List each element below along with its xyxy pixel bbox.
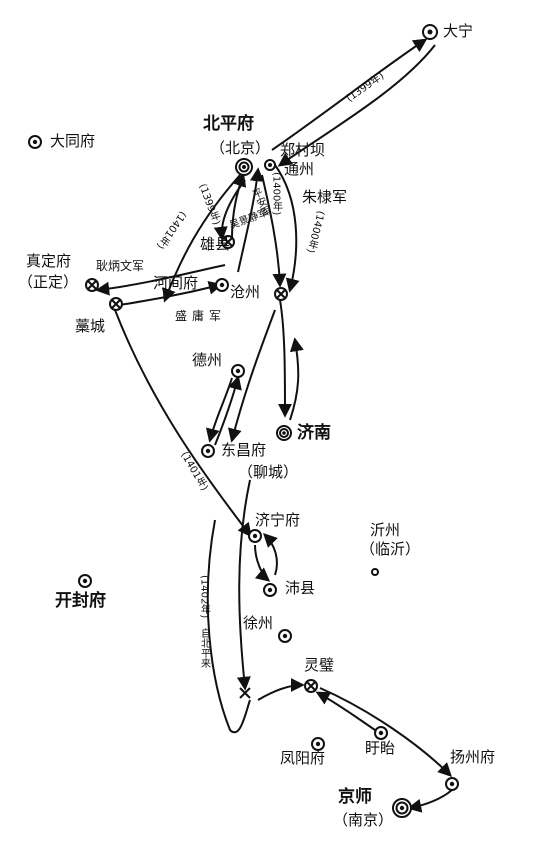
- route-beiping-cangzhou: [261, 174, 287, 288]
- route-lingbi-yangzhou: [319, 687, 452, 777]
- city-marker-fengyang: [311, 737, 325, 751]
- city-marker-hejian: [215, 278, 229, 292]
- city-marker-tongzhou: [264, 159, 276, 171]
- route-zhudi-jinan: [277, 299, 292, 418]
- route-gaocheng-hejian: [119, 280, 223, 306]
- label-yangzhou: 扬州府: [450, 748, 496, 766]
- label-peixian: 沛县: [285, 579, 316, 597]
- city-marker-dezhou: [231, 364, 245, 378]
- city-markers: [28, 24, 459, 818]
- route-cangzhou-dongchang: [228, 309, 276, 443]
- label-xuyi: 盱眙: [365, 739, 396, 757]
- route-battle-lingbi: [257, 678, 305, 701]
- city-marker-cangzhou: [274, 287, 288, 301]
- label-xuzhou: 徐州: [243, 614, 274, 632]
- label-dongchang: 东昌府: [221, 441, 267, 459]
- city-marker-lingbi: [304, 679, 318, 693]
- label-army-geng: 耿炳文军: [96, 259, 145, 273]
- city-marker-kaifeng: [78, 574, 92, 588]
- label-jining: 济宁府: [255, 511, 301, 529]
- city-marker-yangzhou: [445, 777, 459, 791]
- route-jinan-cangzhou: [289, 337, 304, 421]
- label-daning: 大宁: [443, 22, 474, 40]
- city-marker-yizhou: [371, 568, 379, 576]
- label-jingshi: 京师: [338, 787, 372, 807]
- label-dezhou: 德州: [192, 351, 223, 369]
- label-hejian: 河间府: [153, 274, 199, 292]
- route-beiping-south: [206, 519, 251, 734]
- label-army-sheng: 盛庸军: [175, 309, 227, 323]
- route-yangzhou-jingshi: [407, 789, 453, 813]
- city-marker-jining: [248, 529, 262, 543]
- route-peixian-jining: [263, 533, 278, 576]
- city-marker-jingshi: [392, 798, 412, 818]
- route-gaocheng-jining: [114, 309, 252, 538]
- label-beijing: （北京）: [210, 139, 271, 157]
- city-marker-xuyi: [374, 726, 388, 740]
- city-marker-beiping: [235, 158, 253, 176]
- label-datong: 大同府: [50, 132, 96, 150]
- city-marker-datong: [28, 135, 42, 149]
- label-gaocheng: 藁城: [75, 317, 106, 335]
- route-dongchang-dezhou: [214, 375, 242, 446]
- city-marker-xiong: [221, 235, 235, 249]
- route-xuyi-lingbi: [315, 691, 379, 733]
- label-fengyang: 凤阳府: [280, 749, 326, 767]
- city-marker-daning: [422, 24, 438, 40]
- route-jining-peixian: [254, 544, 271, 582]
- label-zhengcunba: 郑村坝: [280, 141, 326, 159]
- city-marker-gaocheng: [109, 297, 123, 311]
- label-xiong: 雄县: [200, 235, 231, 253]
- route-beiping-zhengding: [162, 174, 241, 303]
- label-nanjing: （南京）: [333, 811, 394, 829]
- city-marker-dongchang: [201, 444, 215, 458]
- route-xiong-beiping: [231, 172, 247, 239]
- city-marker-jinan: [276, 425, 292, 441]
- route-hejian-beiping: [237, 167, 264, 273]
- city-marker-zhengding: [85, 278, 99, 292]
- label-tongzhou: 通州: [284, 160, 315, 178]
- label-zhudijun: 朱棣军: [302, 188, 348, 206]
- battle-marker: [239, 687, 251, 699]
- label-zhengding: （正定）: [18, 273, 79, 291]
- route-lines: [95, 38, 453, 813]
- route-daning-beiping: [277, 44, 436, 167]
- label-jinan: 济南: [297, 423, 331, 443]
- label-from-beiping: 自北平来: [198, 628, 210, 668]
- label-liaocheng: （聊城）: [238, 463, 299, 481]
- label-cangzhou: 沧州: [230, 283, 261, 301]
- route-beiping-daning: [271, 38, 428, 151]
- label-zhending: 真定府: [26, 252, 72, 270]
- label-lingbi: 灵璧: [304, 656, 335, 674]
- label-linyi: （临沂）: [360, 540, 421, 558]
- route-tongzhou-cangzhou: [274, 164, 300, 293]
- label-beiping: 北平府: [203, 114, 254, 134]
- route-cangzhou-zhending: [95, 264, 226, 296]
- label-kaifeng: 开封府: [55, 591, 106, 611]
- label-yizhou: 沂州: [370, 521, 401, 539]
- route-dongchang-battle: [236, 479, 251, 691]
- city-marker-peixian: [263, 583, 277, 597]
- label-year-1402: (1402年): [198, 575, 210, 619]
- label-year-1400-a: (1400年): [270, 172, 282, 216]
- city-marker-xuzhou: [278, 629, 292, 643]
